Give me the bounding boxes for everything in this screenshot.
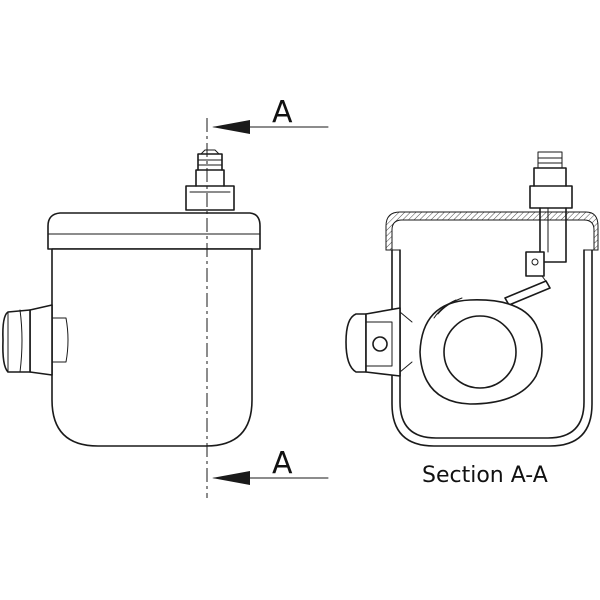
body <box>51 248 253 447</box>
section-inlet <box>345 307 413 377</box>
side-inlet <box>2 304 69 376</box>
section-arrow-top: A <box>212 95 329 134</box>
section-top-fitting <box>529 151 573 263</box>
section-view <box>345 151 599 447</box>
section-arrow-bottom: A <box>212 446 329 485</box>
section-mark-bottom: A <box>272 446 293 481</box>
float <box>419 297 543 405</box>
lid <box>47 212 261 250</box>
top-fitting <box>185 149 235 211</box>
section-mark-top: A <box>272 95 293 130</box>
valve-linkage <box>504 251 551 306</box>
exterior-view <box>2 118 261 498</box>
section-caption: Section A-A <box>422 463 548 488</box>
